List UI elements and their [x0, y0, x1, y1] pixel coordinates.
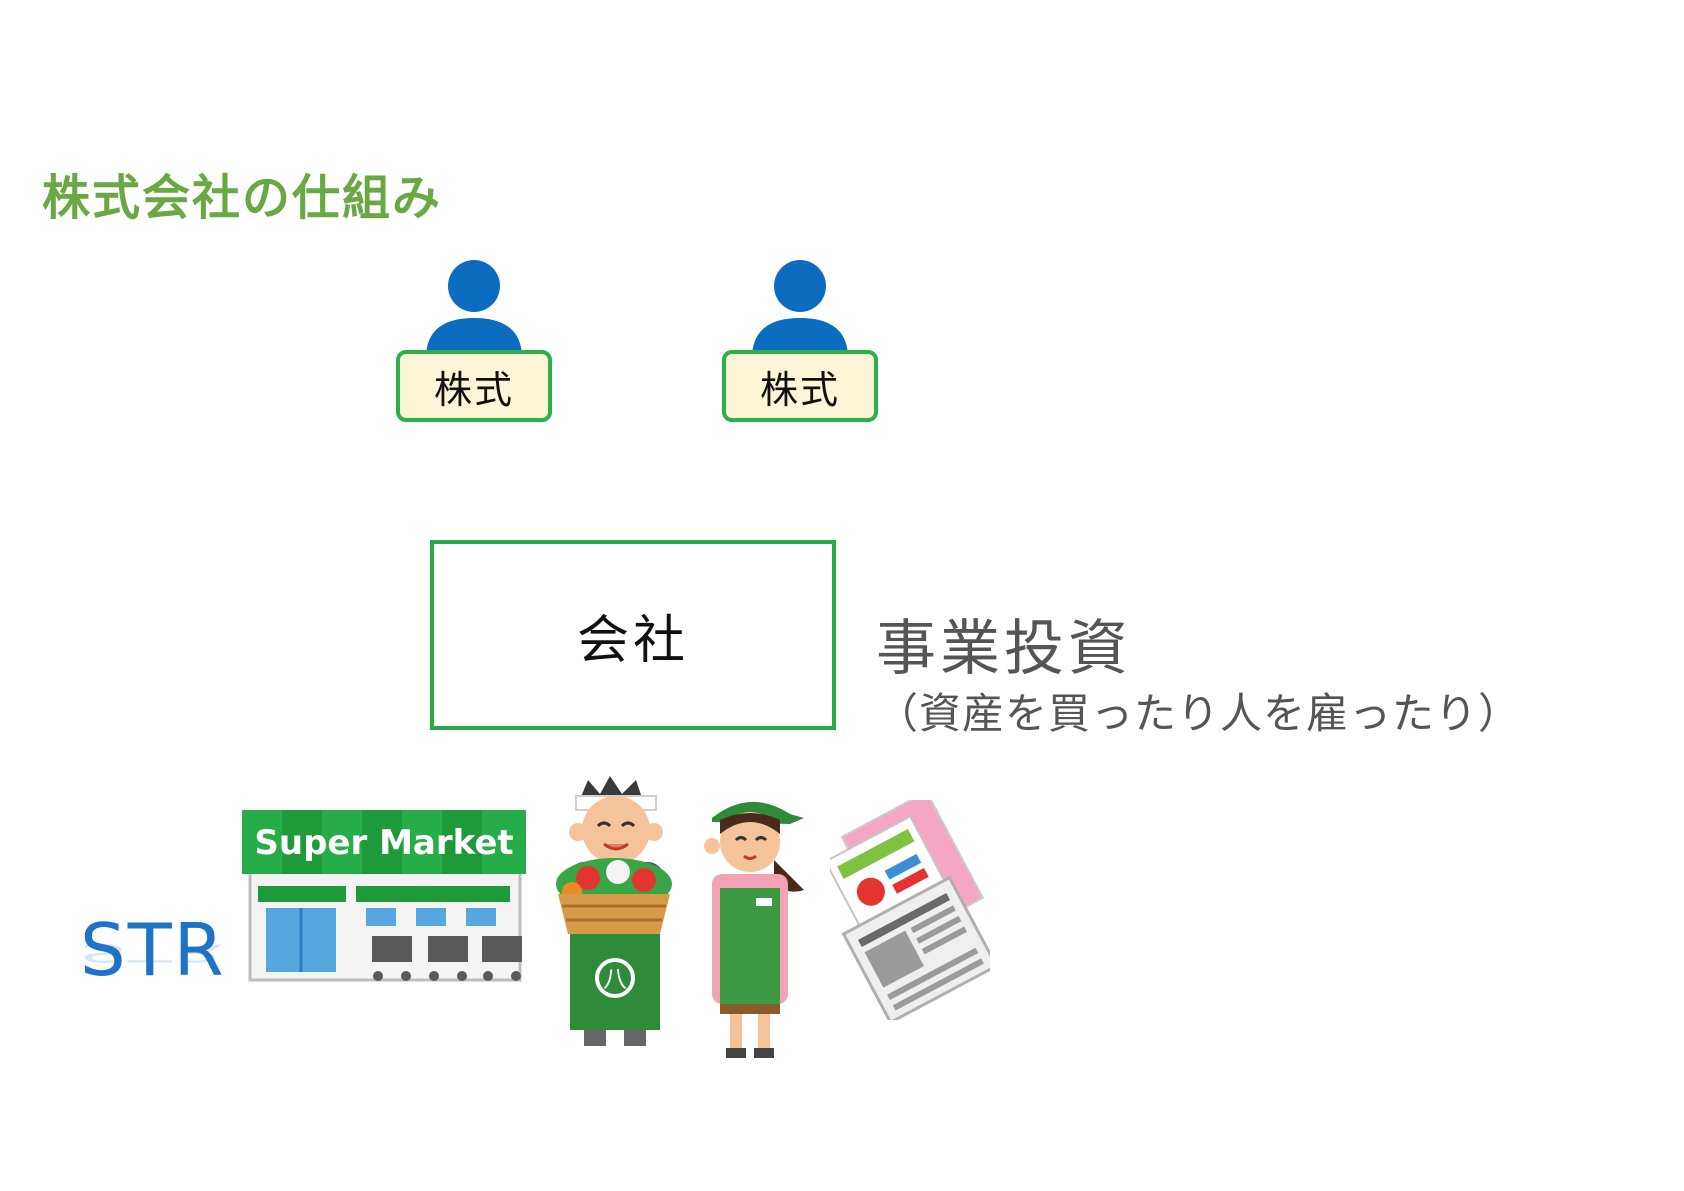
apron-mark: 八	[603, 965, 627, 993]
shop-clerk-icon	[704, 801, 804, 1058]
greengrocer-icon: 八	[556, 776, 672, 1046]
person-icon	[752, 260, 848, 358]
business-investment-label: 事業投資	[876, 614, 1132, 684]
share-label: 株式	[759, 367, 840, 412]
company-box: 会社	[430, 540, 836, 730]
shareholder-2: 株式	[722, 258, 882, 428]
share-label: 株式	[433, 367, 514, 412]
share-certificate: 株式	[722, 350, 878, 422]
store-name: STR	[80, 908, 226, 992]
shareholder-1: 株式	[396, 258, 556, 428]
company-label: 会社	[576, 610, 689, 671]
flyer-newspaper-icon	[830, 800, 990, 1020]
store-name-reflection: STR	[80, 938, 226, 968]
store-sign: Super Market	[254, 823, 513, 863]
person-icon	[426, 260, 522, 358]
share-certificate: 株式	[396, 350, 552, 422]
supermarket-icon: Super Market	[242, 810, 526, 982]
business-investment-note: （資産を買ったり人を雇ったり）	[876, 689, 1522, 738]
page-title: 株式会社の仕組み	[42, 170, 443, 226]
